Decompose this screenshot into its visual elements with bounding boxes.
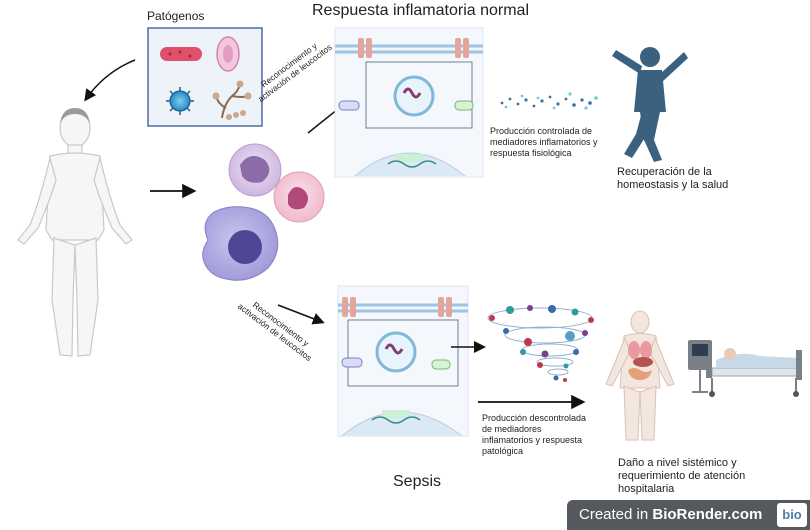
human-hair	[60, 108, 90, 124]
hospital-bed-icon	[688, 340, 802, 397]
cytokine-storm-icon	[487, 305, 594, 382]
pathogens-box	[147, 27, 263, 127]
biorender-badge[interactable]: Created in BioRender.com bio	[567, 500, 810, 530]
recovered-person-icon	[612, 47, 688, 162]
protozoan-icon	[216, 36, 240, 72]
pathogens-label: Patógenos	[147, 9, 205, 23]
bacterium-icon	[160, 47, 202, 61]
biorender-credit: Created in BioRender.com	[579, 506, 763, 523]
arrow-pathogens-to-human	[84, 59, 136, 102]
signaling-panel-bottom	[337, 285, 469, 437]
fungus-spores	[212, 80, 252, 120]
arrow-to-sepsis-pathway	[277, 304, 325, 325]
title-normal-response: Respuesta inflamatoria normal	[312, 2, 529, 19]
biorender-logo-icon: bio	[777, 503, 807, 527]
controlled-mediators	[500, 92, 598, 110]
title-sepsis: Sepsis	[393, 473, 442, 490]
virus-icon	[166, 87, 194, 115]
patient-organs-figure	[605, 310, 675, 441]
leukocytes	[202, 143, 325, 281]
human-figure	[17, 108, 133, 357]
signaling-panel-top	[334, 27, 484, 178]
